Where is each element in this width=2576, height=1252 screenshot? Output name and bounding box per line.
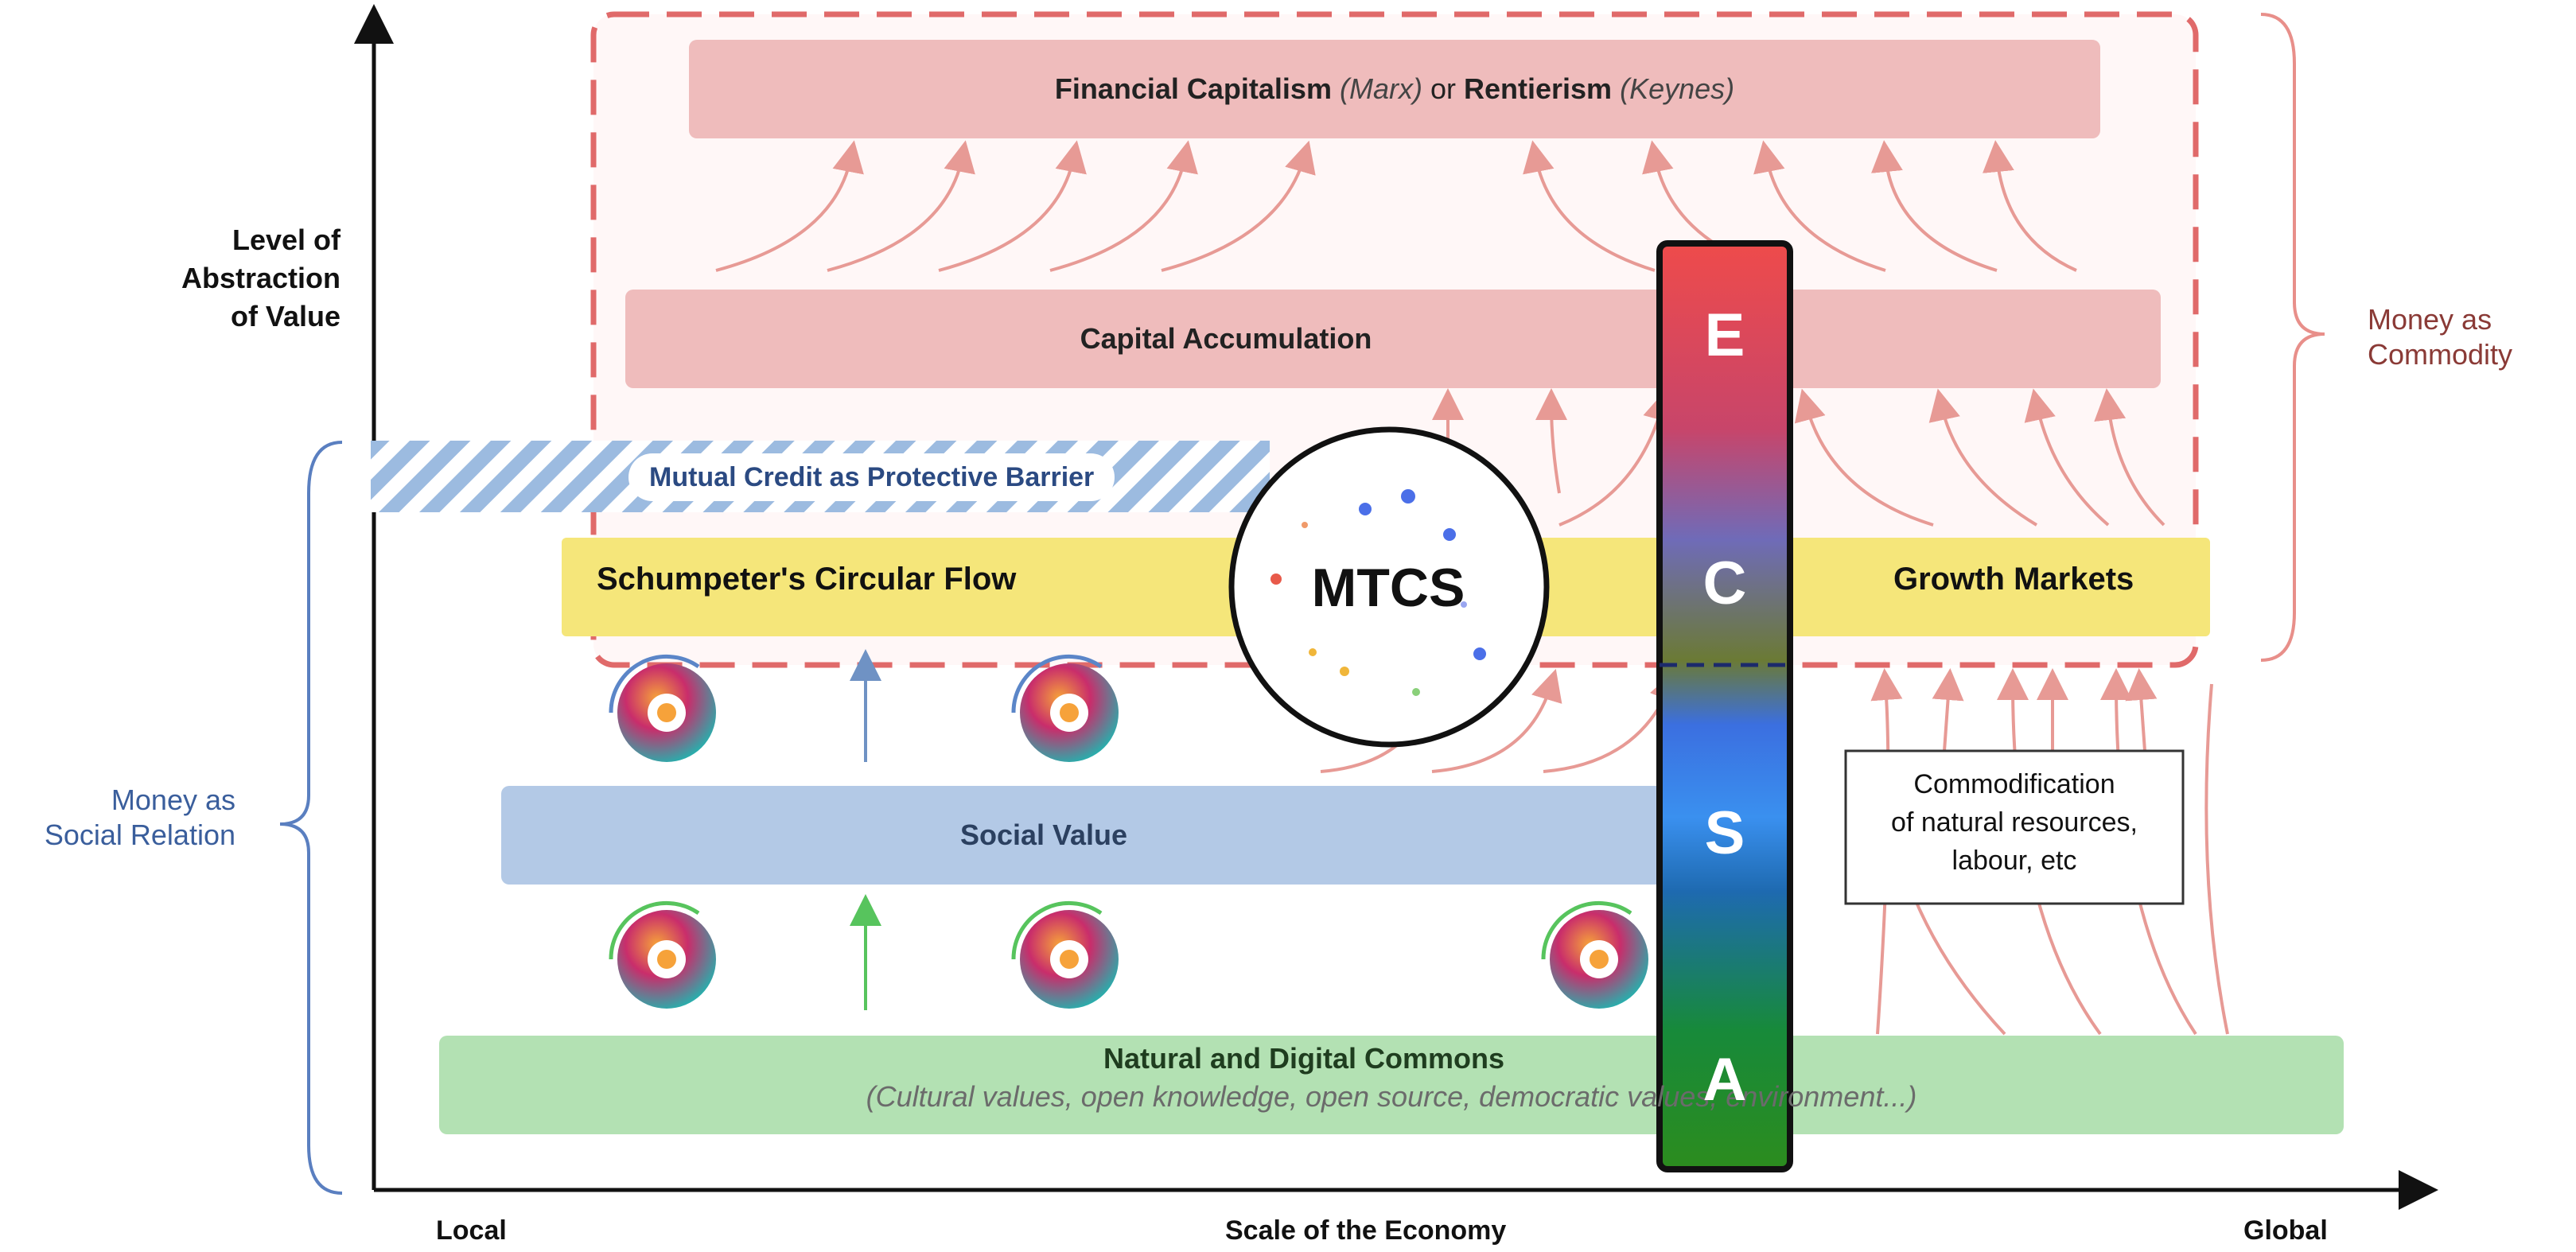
financial-or: or (1422, 72, 1464, 105)
esca-letter-e: E (1704, 301, 1745, 369)
commons-subtitle: (Cultural values, open knowledge, open s… (866, 1080, 1917, 1113)
financial-band (689, 40, 2100, 138)
x-axis-label: Scale of the Economy (1225, 1215, 1507, 1246)
mtcs-circle (1228, 426, 1550, 748)
capital-accumulation-label: Capital Accumulation (1080, 322, 1372, 355)
logo-3 (609, 900, 716, 1009)
commons-label: Natural and Digital Commons (Cultural va… (439, 1042, 2344, 1114)
financial-band-label: Financial Capitalism (Marx) or Rentieris… (689, 40, 2100, 138)
logo-5 (1541, 900, 1648, 1009)
social-value-label: Social Value (959, 818, 1128, 851)
esca-letter-s: S (1704, 799, 1745, 867)
y-axis-label-line-1: Level of (232, 224, 340, 256)
commons-title: Natural and Digital Commons (1103, 1042, 1505, 1075)
commons-band (439, 1036, 2344, 1134)
commodity-label: Money as Commodity (2368, 302, 2574, 372)
commodification-line-1: Commodification (1913, 769, 2115, 799)
commodity-label-line-2: Commodity (2368, 338, 2513, 371)
commodification-label: Commodification of natural resources, la… (1846, 765, 2183, 880)
esca-column (1656, 240, 1793, 1172)
mtcs-network-dots (1270, 489, 1486, 696)
mutual-credit-label: Mutual Credit as Protective Barrier (628, 453, 1115, 501)
social-value-band (501, 786, 1761, 885)
commodity-brace (2260, 13, 2325, 662)
esca-letter-a: A (1702, 1046, 1747, 1114)
x-axis-left-label: Local (436, 1215, 507, 1246)
logo-2 (1011, 654, 1119, 762)
financial-keynes: (Keynes) (1620, 72, 1735, 105)
social-relation-label-line-2: Social Relation (44, 818, 235, 851)
growth-markets-label: Growth Markets (1893, 562, 2134, 597)
social-relation-brace (279, 441, 343, 1195)
social-relation-label-line-1: Money as (111, 783, 235, 816)
y-axis-label-line-2: Abstraction (181, 262, 340, 294)
commodification-box (1844, 749, 2185, 905)
y-axis-label-line-3: of Value (230, 300, 340, 332)
commodification-line-3: labour, etc (1951, 846, 2077, 876)
commodity-label-line-1: Money as (2368, 303, 2492, 336)
financial-rentierism: Rentierism (1463, 72, 1613, 105)
mtcs-label: MTCS (1311, 558, 1465, 618)
schumpeter-label: Schumpeter's Circular Flow (597, 562, 1017, 597)
financial-marx: (Marx) (1339, 72, 1422, 105)
logo-4 (1011, 900, 1119, 1009)
financial-title: Financial Capitalism (1054, 72, 1332, 105)
x-axis-right-label: Global (2243, 1215, 2328, 1246)
logo-group (609, 654, 1648, 1009)
esca-letter-c: C (1702, 550, 1747, 617)
y-axis-label: Level of Abstraction of Value (111, 221, 340, 336)
logo-1 (609, 654, 716, 762)
social-relation-label: Money as Social Relation (8, 783, 235, 853)
commodification-line-2: of natural resources, (1891, 807, 2138, 838)
